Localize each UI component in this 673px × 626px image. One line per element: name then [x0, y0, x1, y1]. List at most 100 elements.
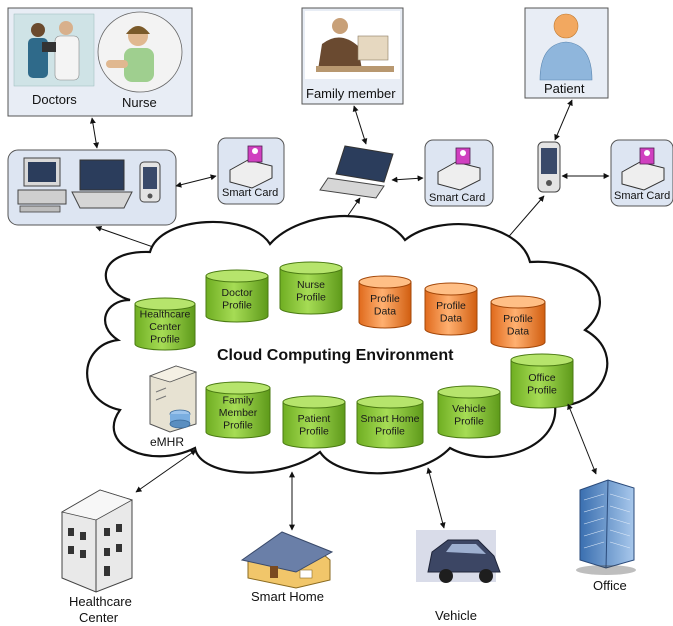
patient-label: Patient — [544, 81, 585, 96]
smart-card-reader-icon — [621, 147, 665, 191]
cylinder-label-line: Office — [528, 372, 555, 384]
smart-card-box-1: Smart Card — [217, 137, 285, 205]
cylinder-body — [205, 387, 271, 439]
smart-home: Smart Home — [240, 531, 334, 604]
cylinder-top — [437, 385, 501, 399]
cylinder-label-line: Family — [223, 395, 255, 407]
connector-devices-smartcard — [175, 174, 217, 188]
doctors-illustration — [13, 13, 95, 87]
family-member-label: Family member — [306, 86, 396, 101]
cylinder-top — [205, 381, 271, 395]
cylinder-top — [282, 395, 346, 409]
hospital-building-icon — [60, 489, 134, 593]
cylinder-body — [205, 275, 269, 323]
cylinder-label-line: Patient — [298, 413, 331, 425]
family-member-illustration — [305, 11, 400, 79]
cylinder-body — [424, 288, 478, 336]
smart-card-reader-icon — [437, 147, 481, 191]
cylinder-label-line: Profile — [527, 384, 557, 396]
cylinder-label-line: Data — [507, 325, 529, 337]
healthcare-center-label: Healthcare Center — [69, 594, 136, 625]
desktop-computer-icon — [17, 157, 67, 213]
connector-cloud-office — [567, 403, 597, 475]
cylinder-label-line: Center — [149, 321, 181, 333]
smart-card-box-2: Smart Card — [424, 139, 494, 207]
database-cylinders: HealthcareCenterProfileDoctorProfileNurs… — [134, 261, 574, 449]
cylinder-body — [134, 303, 196, 351]
cylinder-label-line: Profile — [454, 415, 484, 427]
connector-cloud-vehicle — [426, 467, 446, 529]
cylinder-label-line: Smart Home — [361, 413, 420, 425]
cylinder-label-line: Doctor — [222, 287, 253, 299]
family-member-panel: Family member — [301, 7, 404, 105]
cylinder-label-line: Vehicle — [452, 403, 486, 415]
mobile-device-icon — [537, 141, 561, 193]
server-icon — [148, 365, 198, 433]
cylinder-body — [356, 401, 424, 449]
smart-home-label: Smart Home — [251, 589, 324, 604]
vehicle-label: Vehicle — [435, 608, 477, 623]
connector-patient-mobile — [554, 99, 573, 141]
laptop-icon — [319, 145, 394, 199]
smart-card-label-2: Smart Card — [429, 192, 485, 204]
cylinder-top — [424, 282, 478, 296]
cylinder-top — [490, 295, 546, 309]
office: Office — [576, 479, 636, 593]
doctors-nurse-panel: Doctors Nurse — [7, 7, 193, 117]
smart-card-box-3: Smart Card — [610, 139, 673, 207]
cylinder-label-line: Member — [219, 407, 258, 419]
cylinder-label-line: Data — [374, 305, 396, 317]
emhr-server: eMHR — [148, 365, 198, 449]
cylinder-top — [358, 275, 412, 289]
patient-panel: Patient — [524, 7, 609, 99]
smart-card-reader-icon — [229, 145, 273, 189]
laptop-icon — [71, 159, 133, 209]
cylinder-label-line: Profile — [299, 425, 329, 437]
house-icon — [240, 531, 334, 589]
connector-family-laptop — [352, 105, 368, 145]
cloud-title: Cloud Computing Environment — [217, 347, 454, 364]
smart-card-label-1: Smart Card — [222, 187, 278, 199]
connector-laptop-smartcard — [391, 175, 424, 183]
cylinder-body — [490, 301, 546, 349]
cylinder-top — [356, 395, 424, 409]
cylinder-top — [279, 261, 343, 275]
patient-mobile — [537, 141, 561, 193]
cylinder-body — [358, 281, 412, 329]
cylinder-label-line: Profile — [436, 300, 466, 312]
doctor-devices-panel — [7, 149, 177, 226]
cylinder-label-line: Healthcare — [140, 309, 191, 321]
cylinder-label-line: Data — [440, 312, 462, 324]
office-label: Office — [593, 578, 627, 593]
cylinder-body — [437, 391, 501, 439]
doctors-label: Doctors — [32, 92, 77, 107]
cylinder-label-line: Profile — [375, 425, 405, 437]
office-building-icon — [576, 479, 636, 575]
cylinder-label-line: Profile — [296, 291, 326, 303]
cylinder-label-line: Nurse — [297, 279, 325, 291]
cylinder-label-line: Profile — [503, 313, 533, 325]
nurse-illustration — [97, 11, 183, 93]
mobile-device-icon — [139, 161, 161, 203]
connector-doctors-devices — [89, 117, 100, 149]
cylinder-label-line: Profile — [222, 299, 252, 311]
cylinder-body — [282, 401, 346, 449]
cylinder-body — [510, 359, 574, 409]
cylinder-body — [279, 267, 343, 315]
cylinder-label-line: Profile — [150, 334, 180, 346]
nurse-label: Nurse — [122, 95, 157, 110]
family-laptop — [319, 145, 394, 199]
healthcare-center: Healthcare Center — [60, 489, 136, 625]
vehicle: Vehicle — [416, 530, 501, 623]
cylinder-top — [205, 269, 269, 283]
